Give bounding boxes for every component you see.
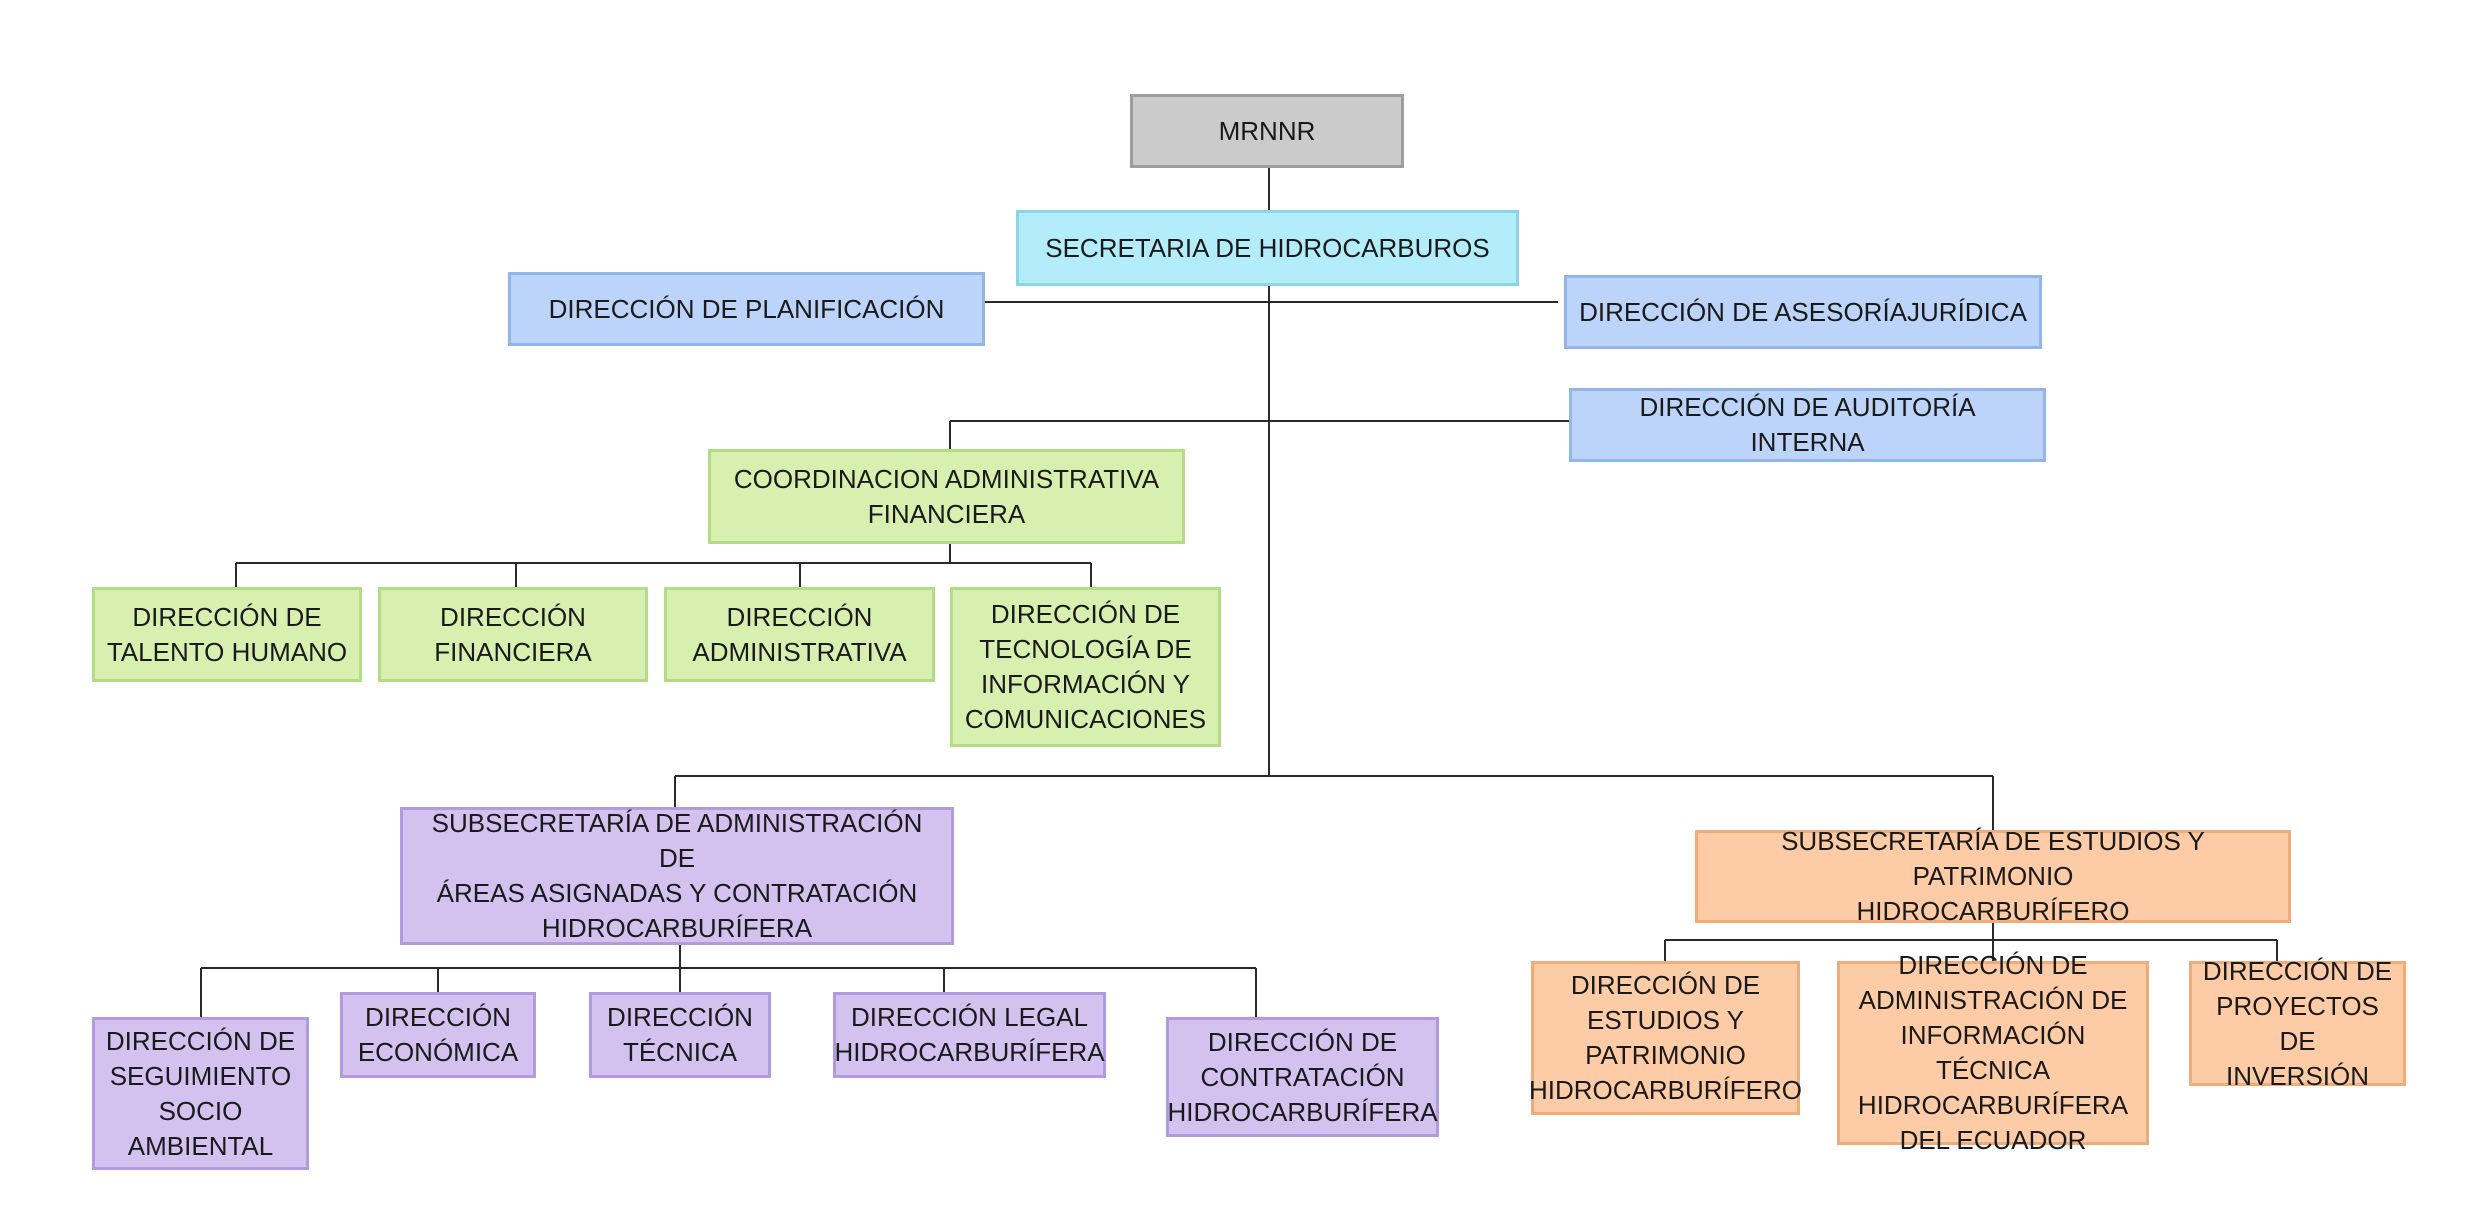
node-direccion-economica: DIRECCIÓN ECONÓMICA (340, 992, 536, 1078)
node-subsecretaria-estudios-patrimonio: SUBSECRETARÍA DE ESTUDIOS Y PATRIMONIO H… (1695, 826, 2291, 926)
node-direccion-financiera: DIRECCIÓN FINANCIERA (378, 587, 648, 682)
node-direccion-asesoria-juridica: DIRECCIÓN DE ASESORÍAJURÍDICA (1564, 275, 2042, 349)
node-direccion-legal-hidrocarburifera: DIRECCIÓN LEGAL HIDROCARBURÍFERA (833, 992, 1106, 1078)
node-direccion-proyectos-inversion: DIRECCIÓN DE PROYECTOS DE INVERSIÓN (2189, 956, 2406, 1091)
node-direccion-talento-humano: DIRECCIÓN DE TALENTO HUMANO (92, 587, 362, 682)
node-direccion-auditoria-interna: DIRECCIÓN DE AUDITORÍA INTERNA (1569, 388, 2046, 462)
node-direccion-contratacion-hidrocarburifera: DIRECCIÓN DE CONTRATACIÓN HIDROCARBURÍFE… (1166, 1017, 1439, 1137)
node-coordinacion-administrativa-financiera: COORDINACION ADMINISTRATIVA FINANCIERA (708, 449, 1185, 544)
node-direccion-seguimiento-socio-ambiental: DIRECCIÓN DE SEGUIMIENTO SOCIO AMBIENTAL (92, 1017, 309, 1170)
node-direccion-administrativa: DIRECCIÓN ADMINISTRATIVA (664, 587, 935, 682)
node-direccion-tecnica: DIRECCIÓN TÉCNICA (589, 992, 771, 1078)
node-subsecretaria-contratacion: SUBSECRETARÍA DE ADMINISTRACIÓN DE ÁREAS… (400, 807, 954, 945)
node-direccion-informacion-tecnica: DIRECCIÓN DE ADMINISTRACIÓN DE INFORMACI… (1837, 950, 2149, 1155)
node-direccion-planificacion: DIRECCIÓN DE PLANIFICACIÓN (508, 272, 985, 346)
node-direccion-tecnologia: DIRECCIÓN DE TECNOLOGÍA DE INFORMACIÓN Y… (950, 587, 1221, 747)
node-mrnnr: MRNNR (1130, 94, 1404, 168)
node-secretaria-hidrocarburos: SECRETARIA DE HIDROCARBUROS (1016, 210, 1519, 286)
node-direccion-estudios-patrimonio: DIRECCIÓN DE ESTUDIOS Y PATRIMONIO HIDRO… (1529, 961, 1802, 1115)
